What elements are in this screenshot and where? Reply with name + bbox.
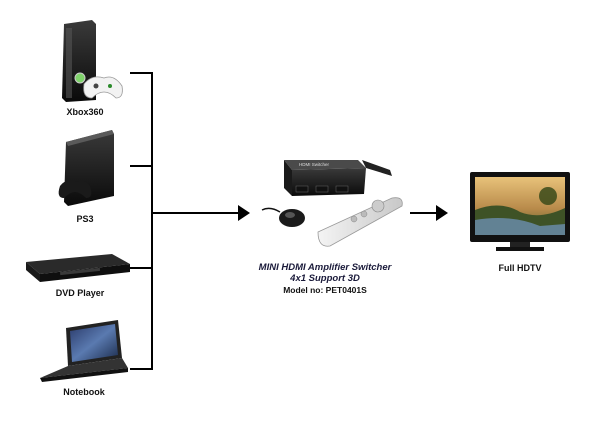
label-xbox360: Xbox360 <box>66 107 104 117</box>
switcher-device-text: HDMI Switcher <box>299 162 330 167</box>
ir-receiver-icon <box>261 207 305 227</box>
switcher-title-line1: MINI HDMI Amplifier Switcher <box>258 262 392 273</box>
remote-control-icon <box>317 197 403 247</box>
label-ps3: PS3 <box>76 214 94 224</box>
notebook-icon <box>40 320 128 382</box>
ps3-icon <box>58 130 114 206</box>
xbox360-icon <box>62 20 123 102</box>
hdmi-switcher-icon: HDMI Switcher <box>284 160 392 196</box>
hdtv-icon <box>470 172 570 251</box>
label-notebook: Notebook <box>63 387 105 397</box>
arrow-to-switcher-icon <box>238 205 250 221</box>
arrow-to-tv-icon <box>436 205 448 221</box>
switcher-title-line2: 4x1 Support 3D <box>290 273 360 284</box>
dvd-player-icon <box>26 254 130 282</box>
label-dvd-player: DVD Player <box>55 288 105 298</box>
connector-lines <box>130 72 438 370</box>
switcher-model-number: Model no: PET0401S <box>283 285 367 295</box>
label-full-hdtv: Full HDTV <box>498 263 542 273</box>
